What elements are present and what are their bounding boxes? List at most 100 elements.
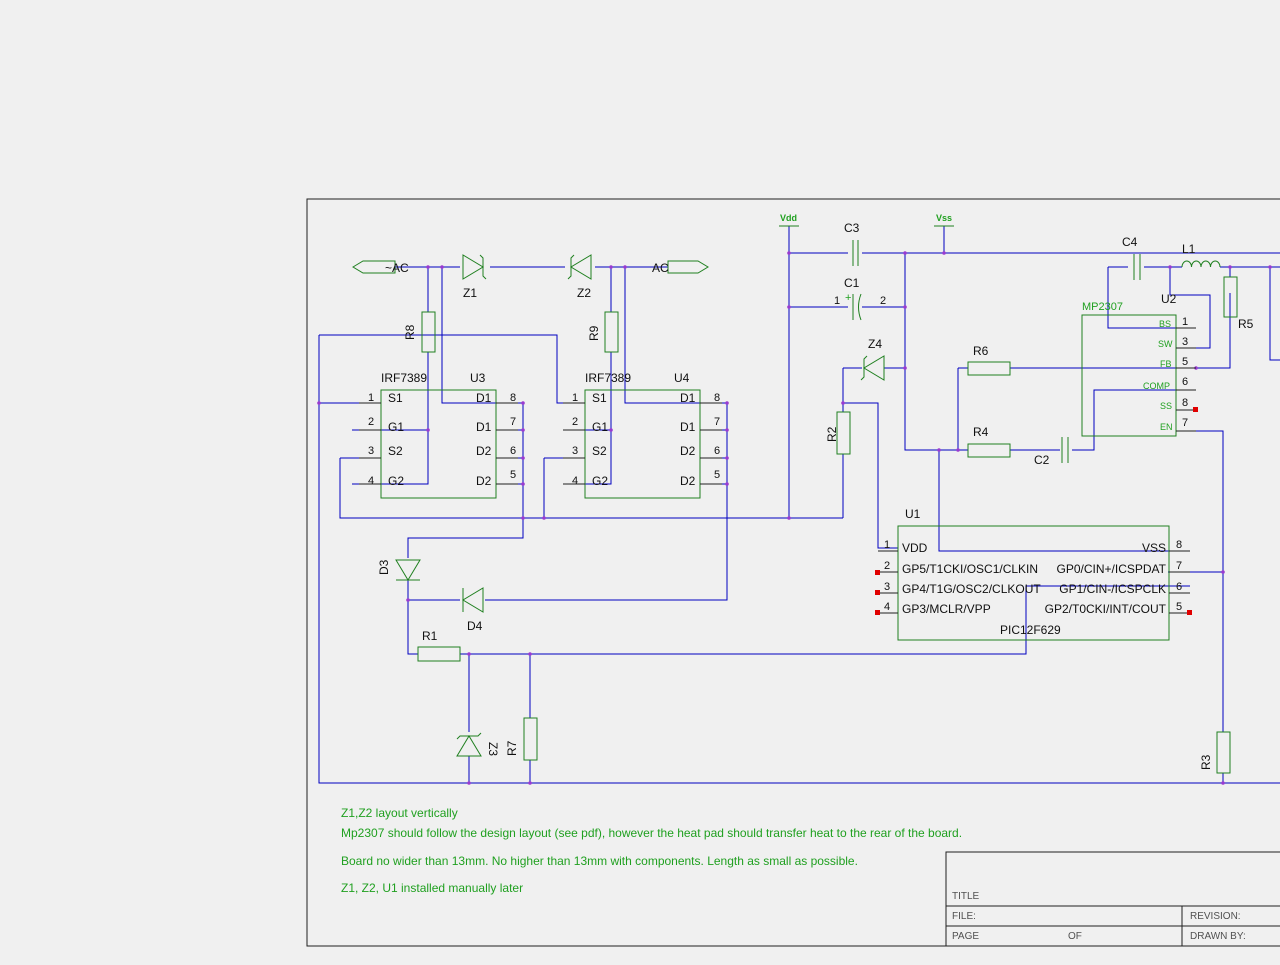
- svg-text:R7: R7: [505, 740, 519, 756]
- svg-text:GP5/T1CKI/OSC1/CLKIN: GP5/T1CKI/OSC1/CLKIN: [902, 562, 1038, 576]
- svg-text:REVISION:: REVISION:: [1190, 911, 1241, 922]
- svg-text:8: 8: [714, 392, 720, 404]
- svg-text:S2: S2: [388, 444, 403, 458]
- svg-text:R5: R5: [1238, 317, 1254, 331]
- svg-text:PIC12F629: PIC12F629: [1000, 623, 1061, 637]
- svg-text:D1: D1: [680, 391, 696, 405]
- svg-text:GP0/CIN+/ICSPDAT: GP0/CIN+/ICSPDAT: [1057, 562, 1167, 576]
- svg-text:2: 2: [880, 295, 886, 307]
- svg-text:EN: EN: [1160, 422, 1173, 432]
- svg-text:6: 6: [714, 445, 720, 457]
- diode-d4: D4: [462, 587, 484, 633]
- svg-text:D2: D2: [680, 444, 696, 458]
- note-line: Z1,Z2 layout vertically: [341, 806, 458, 820]
- svg-text:R6: R6: [973, 344, 989, 358]
- svg-text:1: 1: [1182, 316, 1188, 328]
- svg-text:G2: G2: [592, 474, 608, 488]
- zener-z3: Z3: [456, 732, 500, 757]
- svg-text:S1: S1: [592, 391, 607, 405]
- svg-text:R8: R8: [403, 324, 417, 340]
- svg-text:R1: R1: [422, 629, 438, 643]
- svg-text:SW: SW: [1158, 339, 1173, 349]
- svg-text:OF: OF: [1068, 931, 1082, 942]
- svg-text:Vss: Vss: [936, 213, 952, 223]
- svg-text:VSS: VSS: [1142, 541, 1166, 555]
- svg-text:3: 3: [1182, 336, 1188, 348]
- svg-text:7: 7: [510, 416, 516, 428]
- ic-u1: U1 PIC12F629 1 2 3 4 VDD GP5/T1CKI/OSC1/…: [875, 507, 1192, 641]
- resistor-r8: R8: [403, 311, 436, 353]
- resistor-r5: R5: [1223, 276, 1254, 331]
- svg-text:G1: G1: [592, 420, 608, 434]
- svg-text:D2: D2: [680, 474, 696, 488]
- svg-text:PAGE: PAGE: [952, 931, 979, 942]
- resistor-r1: R1: [417, 629, 461, 662]
- svg-text:D2: D2: [476, 444, 492, 458]
- svg-text:D1: D1: [680, 420, 696, 434]
- resistor-r4: R4: [967, 425, 1011, 458]
- svg-text:S1: S1: [388, 391, 403, 405]
- svg-text:MP2307: MP2307: [1082, 301, 1123, 313]
- svg-text:6: 6: [1176, 581, 1182, 593]
- resistor-r3: R3: [1199, 731, 1231, 774]
- note-line: Z1, Z2, U1 installed manually later: [341, 881, 523, 895]
- svg-text:GP2/T0CKI/INT/COUT: GP2/T0CKI/INT/COUT: [1045, 602, 1167, 616]
- svg-text:R9: R9: [587, 325, 601, 341]
- svg-text:4: 4: [572, 475, 578, 487]
- svg-text:5: 5: [510, 469, 516, 481]
- svg-text:U1: U1: [905, 507, 921, 521]
- svg-text:Z2: Z2: [577, 286, 591, 300]
- svg-text:U4: U4: [674, 371, 690, 385]
- capacitor-c2: C2: [1034, 437, 1069, 467]
- svg-text:Z3: Z3: [486, 742, 500, 756]
- svg-text:R4: R4: [973, 425, 989, 439]
- svg-text:D1: D1: [476, 391, 492, 405]
- svg-text:D4: D4: [467, 619, 483, 633]
- svg-text:BS: BS: [1159, 319, 1171, 329]
- resistor-r6: R6: [967, 344, 1011, 376]
- wires: [318, 226, 1280, 784]
- svg-text:G1: G1: [388, 420, 404, 434]
- svg-text:IRF7389: IRF7389: [381, 371, 427, 385]
- svg-text:3: 3: [572, 445, 578, 457]
- gp4-unconnected-marker: [875, 590, 880, 595]
- svg-text:C1: C1: [844, 276, 860, 290]
- capacitor-c3: C3: [844, 221, 860, 266]
- svg-text:IRF7389: IRF7389: [585, 371, 631, 385]
- svg-text:C3: C3: [844, 221, 860, 235]
- gp2-unconnected-marker: [1187, 610, 1192, 615]
- svg-text:GP3/MCLR/VPP: GP3/MCLR/VPP: [902, 602, 991, 616]
- svg-text:R2: R2: [825, 426, 839, 442]
- svg-text:S2: S2: [592, 444, 607, 458]
- svg-text:U2: U2: [1161, 292, 1177, 306]
- resistor-r2: R2: [825, 411, 851, 455]
- svg-text:1: 1: [834, 295, 840, 307]
- svg-text:U3: U3: [470, 371, 486, 385]
- svg-text:~AC: ~AC: [385, 261, 409, 275]
- design-notes: Z1,Z2 layout vertically Mp2307 should fo…: [341, 806, 962, 895]
- svg-text:D3: D3: [377, 559, 391, 575]
- svg-text:SS: SS: [1160, 401, 1172, 411]
- title-block: TITLE FILE: PAGE OF REVISION: DRAWN BY:: [945, 851, 1280, 946]
- svg-text:4: 4: [884, 601, 890, 613]
- vdd-power-symbol: Vdd: [779, 213, 799, 227]
- diode-d3: D3: [377, 559, 421, 581]
- zener-z2: Z2: [567, 254, 592, 300]
- svg-text:3: 3: [884, 581, 890, 593]
- vss-power-symbol: Vss: [934, 213, 954, 227]
- svg-text:DRAWN BY:: DRAWN BY:: [1190, 931, 1246, 942]
- ic-u4: IRF7389 U4 1 2 3 4 S1 G1 S2 G2 8 7 6 5 D…: [563, 371, 722, 499]
- note-line: Board no wider than 13mm. No higher than…: [341, 854, 858, 868]
- resistor-r9: R9: [587, 311, 619, 353]
- svg-text:VDD: VDD: [902, 541, 928, 555]
- note-line: Mp2307 should follow the design layout (…: [341, 826, 962, 840]
- svg-text:1: 1: [884, 539, 890, 551]
- junction-dots: [317, 251, 1272, 785]
- capacitor-c1: C1 1 2 +: [834, 276, 886, 321]
- gp3-unconnected-marker: [875, 610, 880, 615]
- svg-text:C4: C4: [1122, 235, 1138, 249]
- gp5-unconnected-marker: [875, 570, 880, 575]
- svg-text:6: 6: [1182, 376, 1188, 388]
